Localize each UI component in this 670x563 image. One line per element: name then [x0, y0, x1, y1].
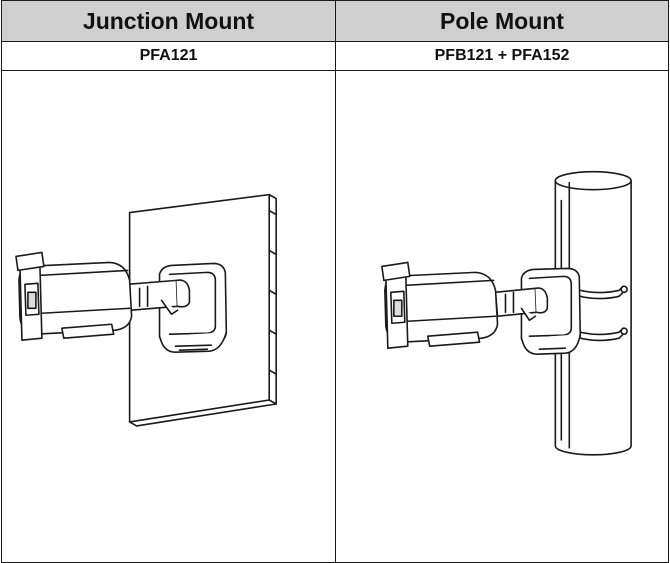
- bullet-camera-body: [384, 271, 499, 347]
- junction-mount-illustration: [15, 193, 277, 427]
- pole-mount-illustration: [381, 170, 632, 456]
- junction-box: [158, 262, 228, 353]
- illustration-row: [1, 70, 669, 563]
- pole-mount-illustration-cell: [335, 70, 669, 563]
- pole-mount-model: PFB121 + PFA152: [335, 41, 669, 71]
- camera-front: [15, 251, 45, 341]
- bracket-arm: [494, 287, 549, 322]
- pole: [554, 170, 632, 456]
- header-row: Junction Mount Pole Mount: [1, 0, 669, 42]
- model-row: PFA121 PFB121 + PFA152: [1, 41, 669, 71]
- pole-mount-header: Pole Mount: [335, 0, 669, 42]
- camera-front: [381, 261, 411, 349]
- junction-mount-model: PFA121: [1, 41, 336, 71]
- junction-mount-illustration-cell: [1, 70, 336, 563]
- junction-mount-header: Junction Mount: [1, 0, 336, 42]
- bracket-arm: [126, 279, 191, 316]
